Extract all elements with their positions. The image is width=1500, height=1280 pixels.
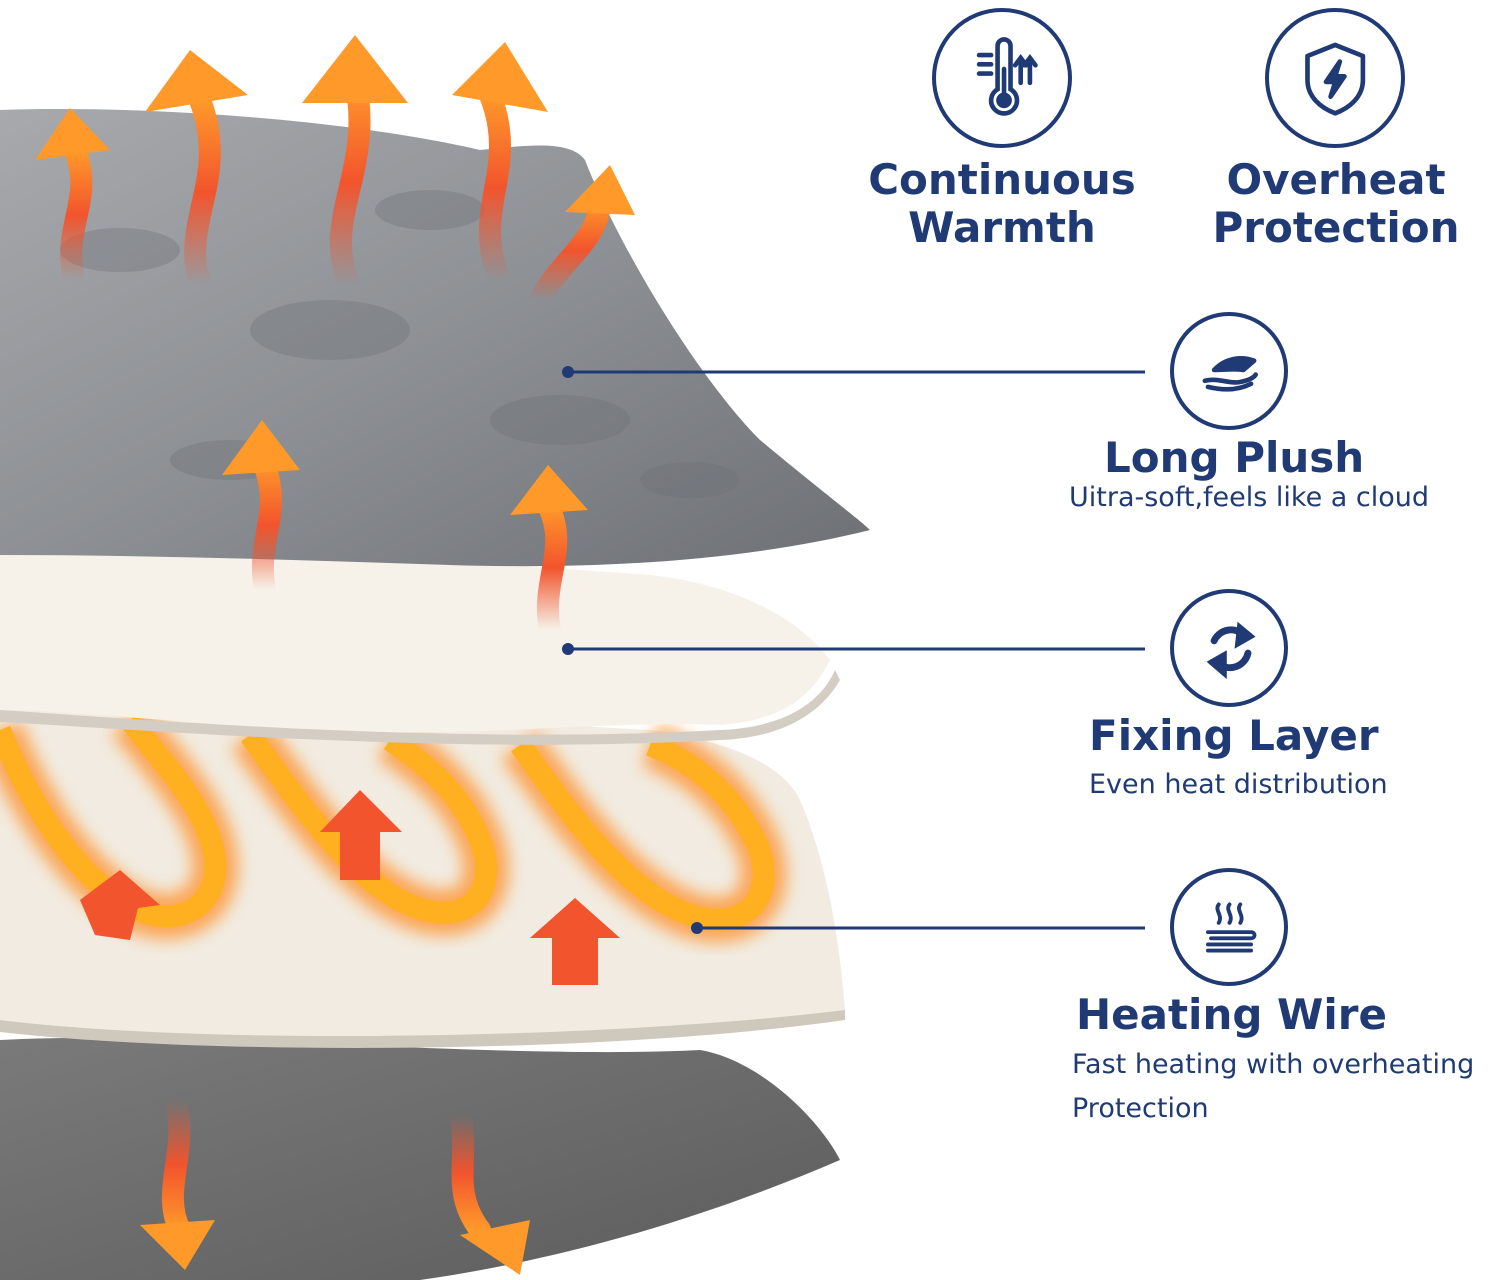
- arrowheads-bottom: [140, 1220, 530, 1275]
- feature-continuous-warmth: Continuous Warmth: [868, 155, 1136, 252]
- leader-dot: [562, 643, 574, 655]
- heat-waves-icon: [1170, 868, 1288, 986]
- heating-wire: [0, 706, 787, 943]
- layer-desc-heating-wire: Fast heating with overheating Protection: [1072, 1049, 1475, 1124]
- layer-title-long-plush: Long Plush: [1104, 433, 1365, 482]
- shield-bolt-icon: [1265, 8, 1405, 148]
- feature-overheat-protection: Overheat Protection: [1212, 155, 1460, 252]
- plush-texture: [60, 190, 740, 498]
- plush-layer: [0, 109, 870, 567]
- hand-feather-icon: [1170, 312, 1288, 430]
- leader-dot: [562, 366, 574, 378]
- layer-title-heating-wire: Heating Wire: [1076, 990, 1387, 1039]
- heat-arrows-bottom: [161, 1089, 491, 1241]
- base-fabric-layer: [0, 697, 845, 1040]
- leader-lines: [568, 370, 1145, 930]
- thermometer-icon: [932, 8, 1072, 148]
- fixing-fabric-layer: [0, 551, 830, 733]
- leader-dot: [691, 922, 703, 934]
- recycle-arrows-icon: [1170, 589, 1288, 707]
- layer-desc-fixing-layer: Even heat distribution: [1089, 769, 1388, 800]
- layer-title-fixing-layer: Fixing Layer: [1089, 711, 1379, 760]
- heat-arrows-middle: [80, 790, 620, 985]
- arrowheads-top: [35, 35, 635, 515]
- layer-desc-long-plush: Uitra-soft,feels like a cloud: [1069, 482, 1430, 513]
- felt-layer: [0, 1037, 840, 1280]
